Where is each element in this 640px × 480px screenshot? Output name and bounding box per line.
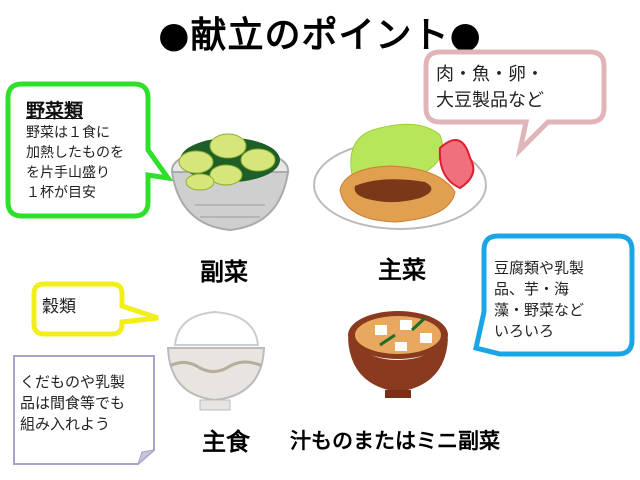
note-box: くだものや乳製 品は間食等でも 組み入れよう bbox=[20, 372, 125, 435]
staple-label: 主食 bbox=[202, 428, 250, 456]
page-title: ●献立のポイント● bbox=[158, 15, 482, 56]
soup-bubble-border bbox=[473, 233, 635, 357]
vegetables-line-1: 野菜は１食に bbox=[26, 125, 110, 141]
vegetables-bubble-border bbox=[5, 81, 174, 219]
note-line-2: 品は間食等でも bbox=[20, 394, 126, 412]
grains-bubble-border bbox=[31, 281, 159, 337]
miso-soup-icon bbox=[348, 311, 448, 398]
side-dish-label: 副菜 bbox=[200, 258, 248, 286]
note-line-3: 組み入れよう bbox=[20, 415, 111, 433]
grains-bubble: 穀類 bbox=[42, 297, 76, 317]
soup-label: 汁ものまたはミニ副菜 bbox=[290, 429, 500, 453]
soup-line-4: いろいろ bbox=[494, 322, 555, 340]
grains-label: 穀類 bbox=[42, 297, 76, 317]
protein-bubble-border bbox=[423, 49, 607, 158]
salad-bowl-icon bbox=[170, 133, 290, 232]
rice-bowl-icon bbox=[166, 310, 266, 411]
main-dish-label: 主菜 bbox=[378, 256, 426, 284]
vegetables-line-2: 加熱したものを bbox=[26, 145, 124, 161]
tonkatsu-plate-icon bbox=[313, 123, 487, 230]
soup-line-3: 藻・野菜など bbox=[494, 301, 585, 319]
soup-bubble: 豆腐類や乳製 品、芋・海 藻・野菜など いろいろ bbox=[494, 258, 584, 342]
vegetables-bubble: 野菜類 野菜は１食に 加熱したものを を片手山盛り １杯が目安 bbox=[26, 96, 124, 203]
note-line-1: くだものや乳製 bbox=[20, 373, 126, 391]
protein-line-2: 大豆製品など bbox=[436, 90, 544, 111]
vegetables-heading: 野菜類 bbox=[26, 100, 84, 122]
soup-line-1: 豆腐類や乳製 bbox=[494, 259, 585, 277]
protein-bubble: 肉・魚・卵・ 大豆製品など bbox=[436, 62, 544, 114]
vegetables-line-4: １杯が目安 bbox=[26, 185, 96, 201]
soup-line-2: 品、芋・海 bbox=[494, 280, 570, 298]
vegetables-line-3: を片手山盛り bbox=[26, 165, 110, 181]
protein-line-1: 肉・魚・卵・ bbox=[436, 64, 544, 85]
